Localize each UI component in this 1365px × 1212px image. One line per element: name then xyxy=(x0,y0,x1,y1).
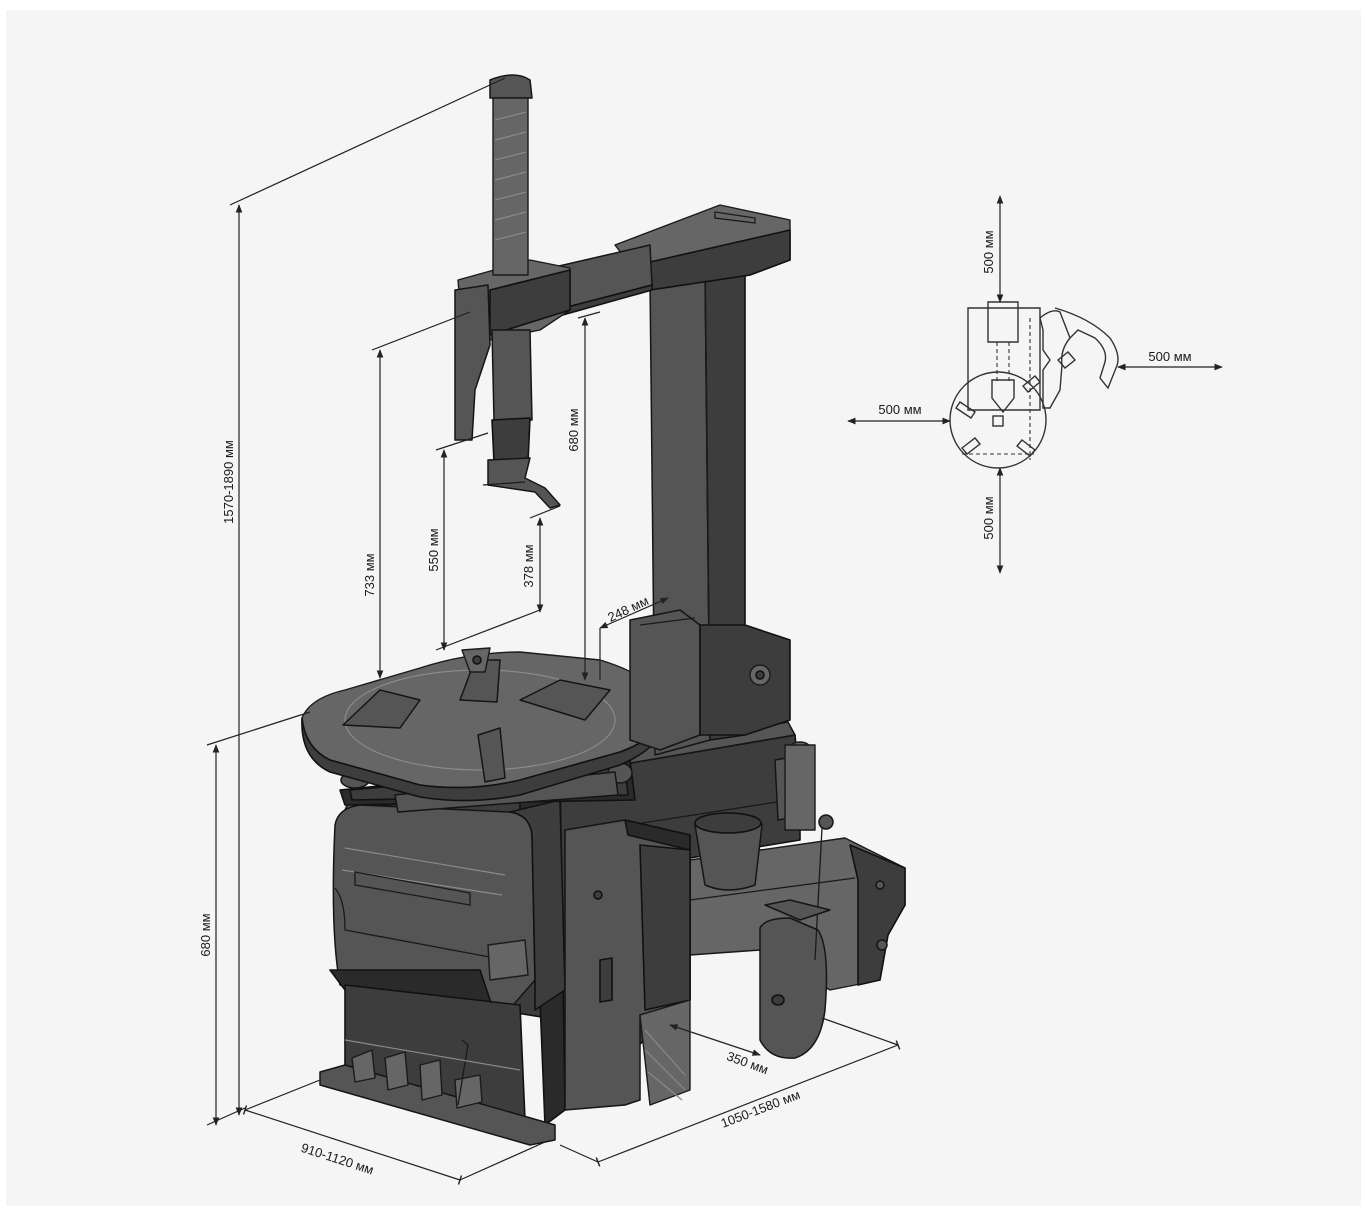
clearance-right-label: 500 мм xyxy=(1148,349,1191,364)
base-width-line xyxy=(595,1040,901,1167)
pedal-offset-line xyxy=(669,1024,761,1056)
base-width-label: 1050-1580 мм xyxy=(719,1087,803,1131)
column-offset-line xyxy=(599,597,669,629)
base-height-label: 680 мм xyxy=(198,913,213,956)
tool-reach-label: 550 мм xyxy=(426,528,441,571)
total-height-label: 1570-1890 мм xyxy=(221,440,236,524)
clearance-left-label: 500 мм xyxy=(878,402,921,417)
machine xyxy=(301,74,906,1146)
clamp-range-label: 733 мм xyxy=(362,553,377,596)
tool-head xyxy=(454,74,571,509)
arm-height-label: 680 мм xyxy=(566,408,581,451)
plinth-pedals xyxy=(319,984,556,1146)
tool-min-label: 378 мм xyxy=(521,544,536,587)
base-depth-line xyxy=(242,1105,463,1185)
column xyxy=(629,264,791,756)
lever-pedal xyxy=(759,814,834,1059)
turntable xyxy=(301,647,661,813)
clearance-bottom-label: 500 мм xyxy=(981,496,996,539)
clearance-schematic xyxy=(847,195,1223,574)
dimension-lines xyxy=(206,77,901,1185)
pedal-offset-label: 350 мм xyxy=(725,1048,771,1077)
base-depth-label: 910-1120 мм xyxy=(299,1140,375,1178)
clearance-top-label: 500 мм xyxy=(981,230,996,273)
